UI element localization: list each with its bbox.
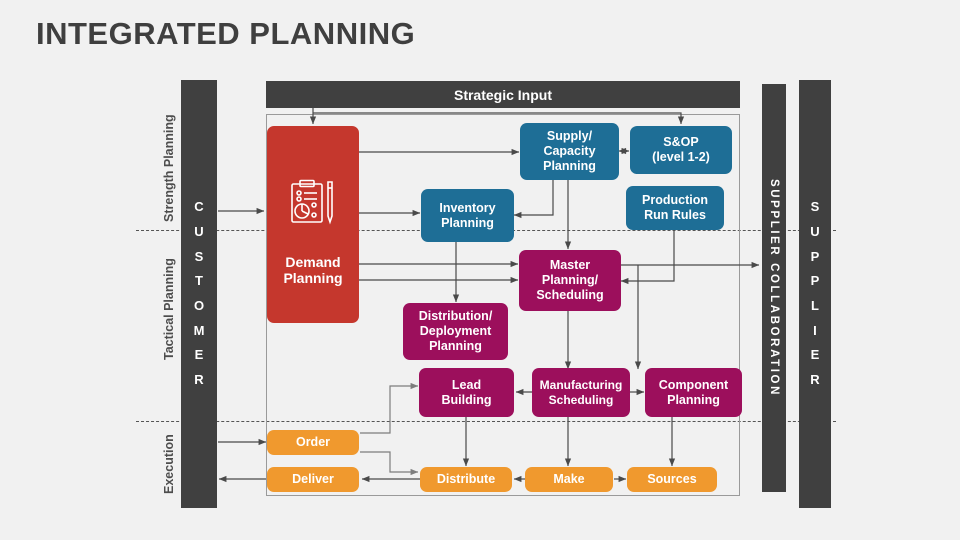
node-supply-capacity-planning-label: Supply/ Capacity Planning — [543, 129, 596, 173]
node-sop-label: S&OP (level 1-2) — [652, 135, 710, 164]
node-lead-building[interactable]: Lead Building — [419, 368, 514, 417]
clipboard-chart-pen-icon — [288, 178, 338, 232]
node-deliver[interactable]: Deliver — [267, 467, 359, 492]
node-manufacturing-scheduling-label: Manufacturing Scheduling — [539, 378, 623, 407]
node-demand-planning-label: Demand Planning — [283, 253, 343, 287]
node-inventory-planning[interactable]: Inventory Planning — [421, 189, 514, 242]
node-master-planning-scheduling-label: Master Planning/ Scheduling — [536, 258, 604, 302]
lane-label-strength-planning: Strength Planning — [162, 114, 176, 222]
node-inventory-planning-label: Inventory Planning — [439, 200, 496, 230]
node-distribution-deployment-planning-label: Distribution/ Deployment Planning — [418, 309, 493, 353]
node-sop[interactable]: S&OP (level 1-2) — [630, 126, 732, 174]
node-component-planning-label: Component Planning — [658, 377, 729, 407]
page-title: INTEGRATED PLANNING — [36, 16, 416, 51]
node-distribution-deployment-planning[interactable]: Distribution/ Deployment Planning — [403, 303, 508, 360]
node-make[interactable]: Make — [525, 467, 613, 492]
lane-divider-tactical-execution — [136, 421, 836, 422]
node-order[interactable]: Order — [267, 430, 359, 455]
node-manufacturing-scheduling[interactable]: Manufacturing Scheduling — [532, 368, 630, 417]
node-distribute[interactable]: Distribute — [420, 467, 512, 492]
node-production-run-rules[interactable]: Production Run Rules — [626, 186, 724, 230]
node-supply-capacity-planning[interactable]: Supply/ Capacity Planning — [520, 123, 619, 180]
sidebar-supplier-collaboration: SUPPLIER COLLABORATION — [762, 84, 786, 492]
node-demand-planning[interactable]: Demand Planning — [267, 126, 359, 323]
node-component-planning[interactable]: Component Planning — [645, 368, 742, 417]
lane-label-execution: Execution — [162, 434, 176, 494]
strategic-input-header: Strategic Input — [266, 81, 740, 108]
node-master-planning-scheduling[interactable]: Master Planning/ Scheduling — [519, 250, 621, 311]
node-production-run-rules-label: Production Run Rules — [642, 193, 708, 222]
node-sources[interactable]: Sources — [627, 467, 717, 492]
node-lead-building-label: Lead Building — [441, 377, 492, 407]
lane-label-tactical-planning: Tactical Planning — [162, 258, 176, 360]
